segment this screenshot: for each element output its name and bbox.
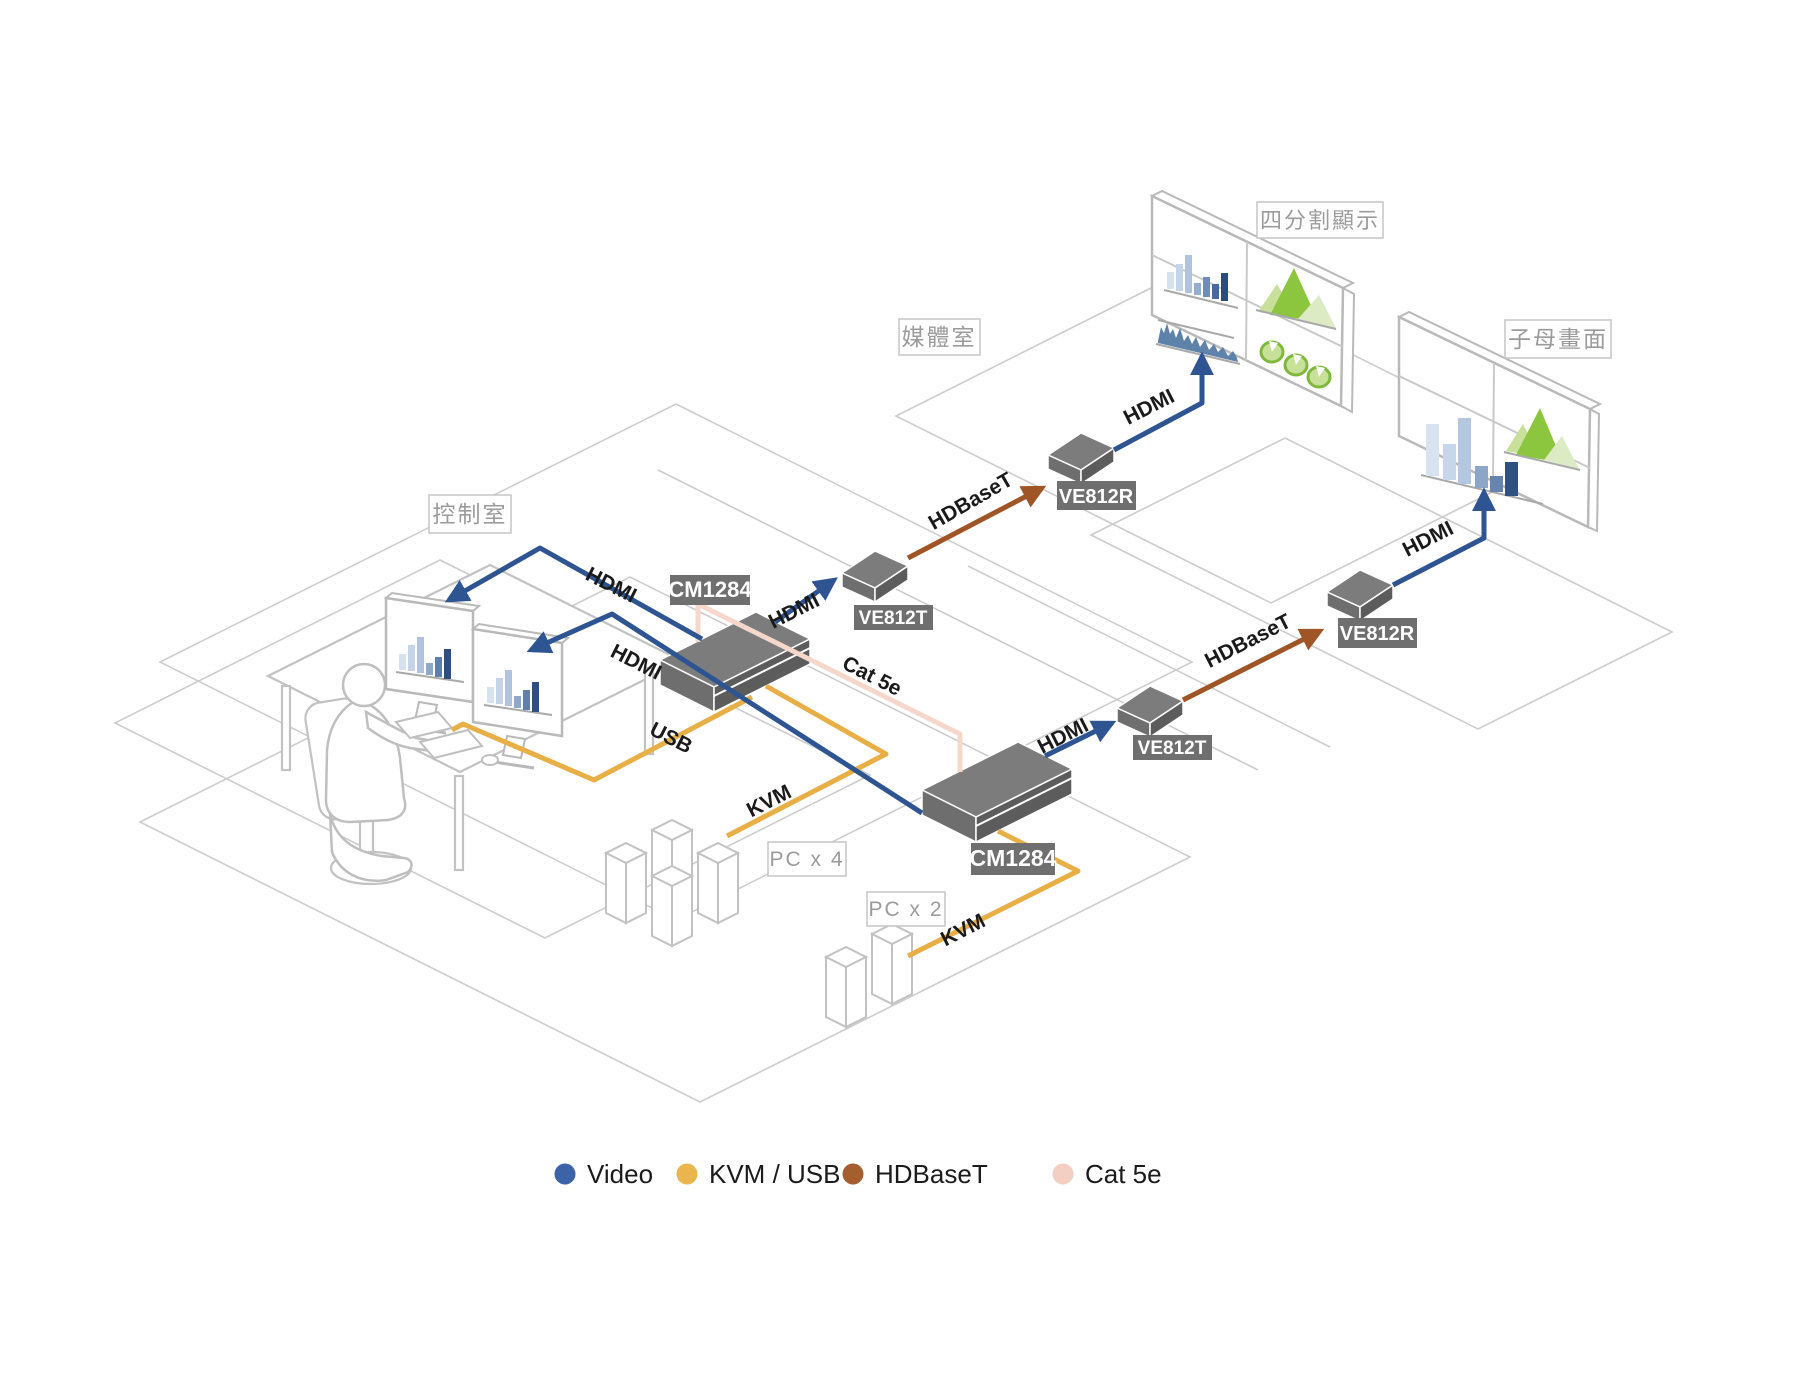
pc2-box xyxy=(866,891,946,927)
mouse xyxy=(481,754,499,766)
ve812t-badge-label: VE812T xyxy=(859,608,928,629)
pc-tower xyxy=(603,841,649,925)
bar-chart-graphic xyxy=(1163,255,1239,309)
hdmi-label: HDMI xyxy=(582,563,640,608)
hdmi-cable-to-quad-display xyxy=(1112,351,1215,453)
ve812r-badge-label: VE812R xyxy=(1340,623,1415,645)
floor-pip-area xyxy=(1089,437,1674,730)
hdbaset-cable-1 xyxy=(906,485,1047,561)
hdmi-label: HDMI xyxy=(1034,714,1092,759)
pc4-box xyxy=(767,841,847,877)
pc-tower xyxy=(695,841,741,925)
desk-leg xyxy=(453,774,465,872)
keyboard xyxy=(418,728,484,760)
legend-dot-hdbaset xyxy=(842,1163,864,1185)
legend-dot-video xyxy=(554,1163,576,1185)
ve812r-badge xyxy=(1057,481,1136,510)
bar-chart-graphic xyxy=(483,670,553,716)
hdbaset-cable-2 xyxy=(1181,628,1325,703)
hdmi-cable-to-pip-display xyxy=(1391,487,1497,588)
operator-legs xyxy=(328,813,413,883)
cm1284-badge-label: CM1284 xyxy=(970,845,1057,871)
ve812t-badge-label: VE812T xyxy=(1138,738,1207,759)
device-badges: CM1284 CM1284 VE812T VE812T VE812R VE812… xyxy=(668,481,1417,875)
pc-tower-group-2 xyxy=(823,922,915,1029)
pie-chart-graphic xyxy=(1259,340,1332,389)
pc-tower xyxy=(869,922,915,1006)
kvm-cable-pc4 xyxy=(725,683,889,839)
pc2-label: PC x 2 xyxy=(868,898,943,921)
cm1284-badge-label: CM1284 xyxy=(668,577,752,602)
operator-head xyxy=(341,662,387,708)
quad-view-label: 四分割顯示 xyxy=(1260,208,1380,233)
ve812t-transmitter-2 xyxy=(1115,685,1185,739)
cm1284-badge xyxy=(670,575,750,605)
pc4-label: PC x 4 xyxy=(769,848,844,871)
control-room-box xyxy=(428,494,512,534)
hdmi-cable-to-ve812t-1 xyxy=(773,577,838,625)
operator-silhouette xyxy=(324,662,450,883)
control-room-label: 控制室 xyxy=(433,501,508,527)
ve812t-badge xyxy=(854,605,933,630)
ve812t-transmitter-1 xyxy=(840,550,910,604)
cm1284-switch-2 xyxy=(920,741,1074,844)
floor-line-b xyxy=(967,565,1331,748)
console-peripherals xyxy=(394,710,499,766)
media-room-label: 媒體室 xyxy=(902,324,977,350)
legend: Video KVM / USB HDBaseT Cat 5e xyxy=(554,1159,1162,1189)
hdmi-cable-monitor-left xyxy=(444,545,704,642)
pc-tower xyxy=(649,864,695,948)
pip-display xyxy=(1396,310,1603,533)
room-labels: 控制室 媒體室 四分割顯示 子母畫面 PC x 4 PC x 2 xyxy=(428,201,1612,927)
legend-label-kvm-usb: KVM / USB xyxy=(709,1159,840,1189)
cat5e-label: Cat 5e xyxy=(839,652,906,701)
pip-box xyxy=(1504,319,1612,359)
cat5e-cable xyxy=(695,601,963,772)
ve812r-receiver-2 xyxy=(1325,569,1395,623)
cm1284-badge xyxy=(971,843,1055,875)
legend-dot-cat5e xyxy=(1052,1163,1074,1185)
quad-view-display xyxy=(1149,189,1356,414)
usb-cable xyxy=(450,694,754,783)
ve812t-badge xyxy=(1133,735,1212,760)
media-room-box xyxy=(898,318,981,356)
pc-tower xyxy=(823,945,869,1029)
desk-leg xyxy=(280,684,292,772)
legend-label-cat5e: Cat 5e xyxy=(1085,1159,1162,1189)
hdmi-cable-monitor-right xyxy=(526,611,924,816)
bar-chart-graphic xyxy=(395,637,465,683)
hdmi-label: HDMI xyxy=(765,589,823,634)
desk-leg xyxy=(643,666,655,756)
pip-label: 子母畫面 xyxy=(1508,326,1608,352)
legend-dot-kvm-usb xyxy=(676,1163,698,1185)
hdbaset-label: HDBaseT xyxy=(1201,610,1295,673)
monitor-left-screen xyxy=(384,596,475,704)
mountain-chart-graphic xyxy=(1503,408,1581,471)
legend-label-hdbaset: HDBaseT xyxy=(875,1159,988,1189)
pc-tower-group-4 xyxy=(603,818,741,948)
bar-chart-graphic xyxy=(1420,418,1544,505)
ve812r-receiver-1 xyxy=(1046,432,1116,486)
cables xyxy=(444,351,1497,959)
legend-label-video: Video xyxy=(587,1159,653,1189)
ve812r-badge xyxy=(1338,618,1417,648)
mountain-chart-graphic xyxy=(1255,268,1337,330)
quad-view-box xyxy=(1256,201,1384,239)
ve812r-badge-label: VE812R xyxy=(1059,486,1134,508)
hdmi-cable-to-ve812t-2 xyxy=(1043,720,1117,759)
monitor-right-screen xyxy=(471,627,564,738)
